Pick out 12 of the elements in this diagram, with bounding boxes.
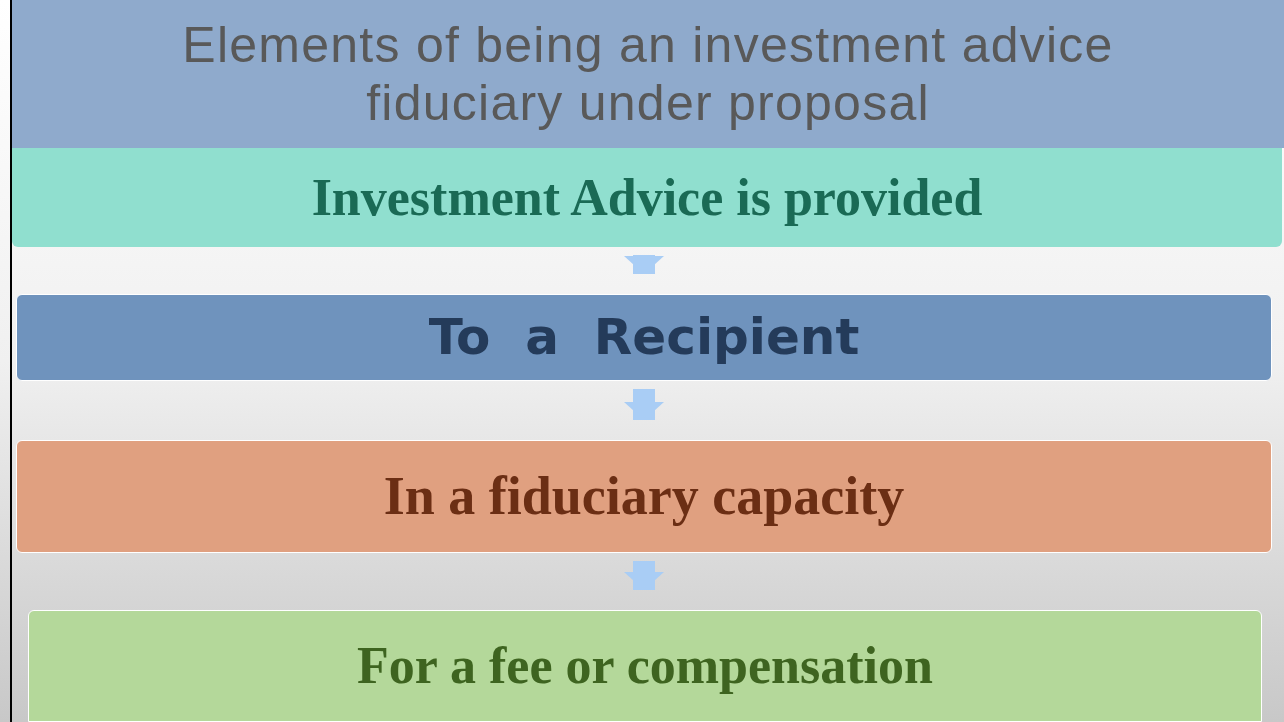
step-box	[28, 610, 1262, 722]
down-arrow	[624, 561, 664, 590]
step-box	[12, 148, 1282, 247]
step-box	[16, 294, 1272, 381]
step-label: For a fee or compensation	[357, 636, 933, 696]
down-arrow	[624, 255, 664, 274]
step-label: Investment Advice is provided	[311, 167, 983, 228]
title-banner: Elements of being an investment advice fiduciary under proposal	[12, 0, 1284, 148]
step-label: To a Recipient	[428, 307, 860, 368]
step-label: In a fiduciary capacity	[383, 465, 905, 528]
step-box	[16, 440, 1272, 553]
down-arrow	[624, 389, 664, 420]
